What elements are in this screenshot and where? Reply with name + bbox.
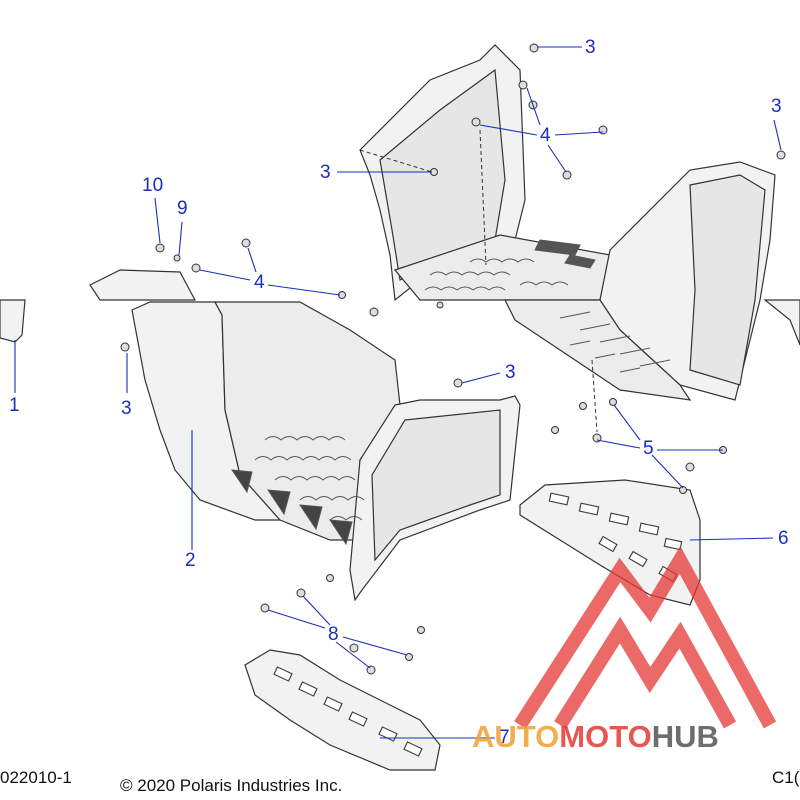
callout-4: 4 [540,125,551,146]
watermark-auto: AUTO [472,719,560,754]
callout-6: 6 [778,528,789,549]
callout-3: 3 [121,398,132,419]
watermark-wordmark: AUTOMOTOHUB [472,720,719,754]
footrest-plate-7 [244,649,441,771]
watermark-hub: HUB [651,719,719,754]
lower-right-side-panel-inner [371,409,501,562]
callout-3: 3 [771,96,782,117]
callout-8: 8 [328,624,339,645]
upper-right-edge-panel [763,299,800,346]
callout-1: 1 [9,395,20,416]
leader-lines [14,46,782,739]
callout-3: 3 [320,162,331,183]
callout-4: 4 [254,272,265,293]
lower-floor-treads [230,436,365,546]
callout-3: 3 [585,37,596,58]
watermark-moto: MOTO [559,719,652,754]
lower-left-edge-panel [0,299,26,343]
upper-left-fender-stub [89,269,197,301]
callout-9: 9 [177,198,188,219]
alignment-lines [359,129,598,433]
watermark-logo-mark [514,545,777,729]
callout-3: 3 [505,362,516,383]
callout-7: 7 [499,727,510,748]
diagram-id: 022010-1 [0,768,72,787]
upper-floor-assembly [0,44,800,401]
upper-right-side-panel-inner [689,174,766,386]
callout-5: 5 [643,438,654,459]
copyright-notice: © 2020 Polaris Industries Inc. [120,776,343,795]
upper-floor-extension [504,299,692,401]
callout-2: 2 [185,550,196,571]
diagram-code: C1( [772,768,800,787]
upper-floor-treads [424,239,671,373]
callout-10: 10 [142,175,164,196]
lower-floor-assembly [131,301,521,602]
